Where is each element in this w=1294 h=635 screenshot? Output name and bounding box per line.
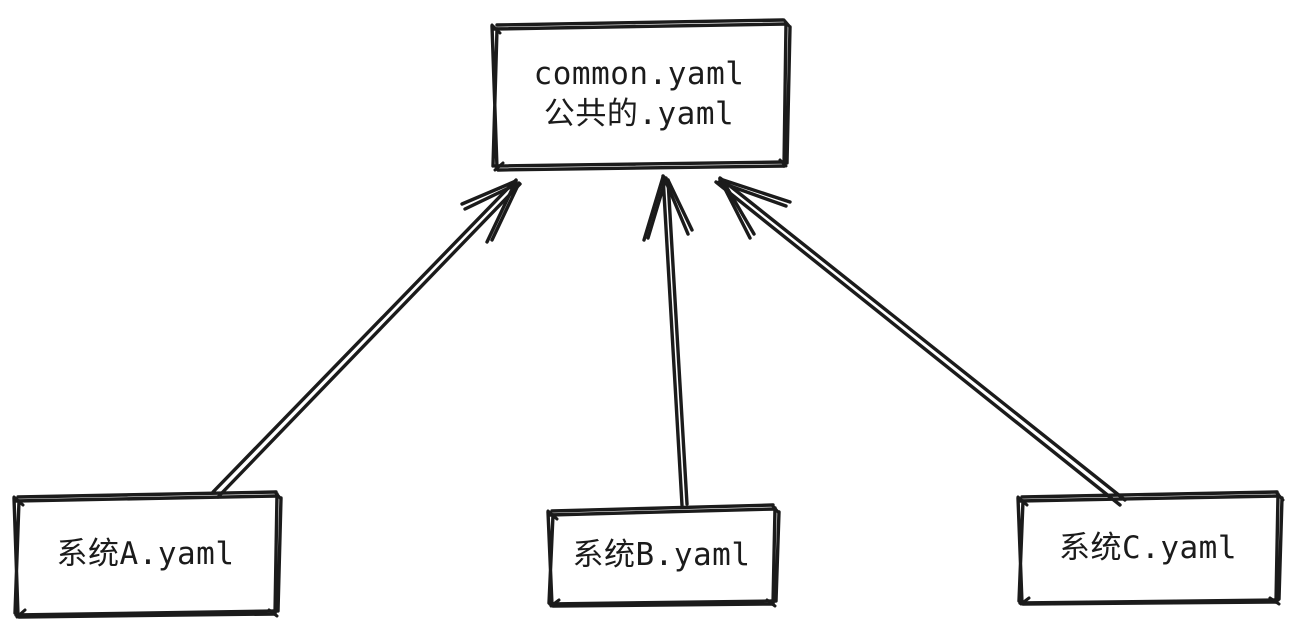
node-rect-system-b xyxy=(546,503,781,608)
node-rect-system-c xyxy=(1016,490,1284,606)
edge-arrow-system-a xyxy=(211,178,522,499)
node-rect-common xyxy=(490,18,792,172)
edge-arrow-system-b xyxy=(642,174,694,507)
node-rect-system-a-corner-flicks xyxy=(12,490,283,619)
node-rect-common-corner-flicks xyxy=(490,18,792,172)
node-rect-system-a xyxy=(12,490,283,619)
node-rect-system-c-corner-flicks xyxy=(1016,490,1285,606)
edge-arrow-system-c xyxy=(714,176,1127,507)
node-rect-system-b-corner-flicks xyxy=(546,503,781,608)
